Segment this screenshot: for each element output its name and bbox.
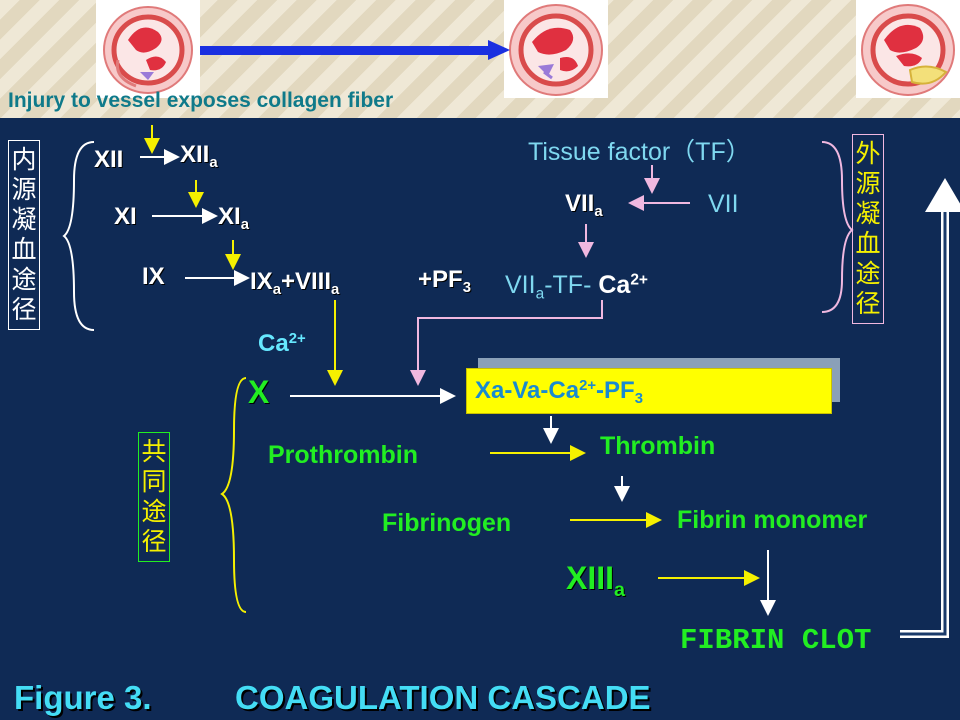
figure-number: Figure 3. [14, 679, 152, 716]
prothrombinase-complex: Xa-Va-Ca2+-PF3 [466, 368, 832, 414]
intrinsic-pathway-label: 内源凝血途径 [8, 140, 40, 330]
fibrin-monomer: Fibrin monomer [677, 506, 868, 534]
extrinsic-pathway-label: 外源凝血途径 [852, 134, 884, 324]
injury-text: Injury to vessel exposes collagen fiber [8, 89, 394, 112]
vessel-image-3 [856, 0, 960, 98]
complex-viia-tf-ca: VIIa-TF- Ca2+ [505, 271, 648, 303]
factor-xi: XI [114, 203, 137, 230]
vessel-image-2 [504, 0, 608, 98]
vessel-image-1 [96, 0, 200, 98]
complex-ixa-viiia: IXa+VIIIa [250, 268, 340, 299]
factor-xii: XII [94, 146, 124, 173]
factor-x: X [248, 374, 270, 410]
tissue-factor: Tissue factor（TF） [528, 138, 751, 166]
fibrin-clot: FIBRIN CLOT [680, 624, 872, 657]
prothrombin: Prothrombin [268, 441, 418, 469]
factor-xiia: XIIa [180, 141, 218, 172]
factor-xia: XIa [218, 203, 249, 234]
factor-ix: IX [142, 263, 165, 290]
factor-xiiia: XIIIa [566, 560, 626, 601]
thrombin: Thrombin [600, 432, 716, 460]
fibrinogen: Fibrinogen [382, 509, 512, 537]
common-pathway-label: 共同途径 [138, 432, 170, 562]
factor-viia: VIIa [565, 190, 603, 221]
factor-vii: VII [708, 190, 739, 218]
pf3-label: +PF3 [418, 266, 471, 297]
figure-title: COAGULATION CASCADE [235, 679, 651, 716]
ca-label-intrinsic: Ca2+ [258, 330, 306, 357]
